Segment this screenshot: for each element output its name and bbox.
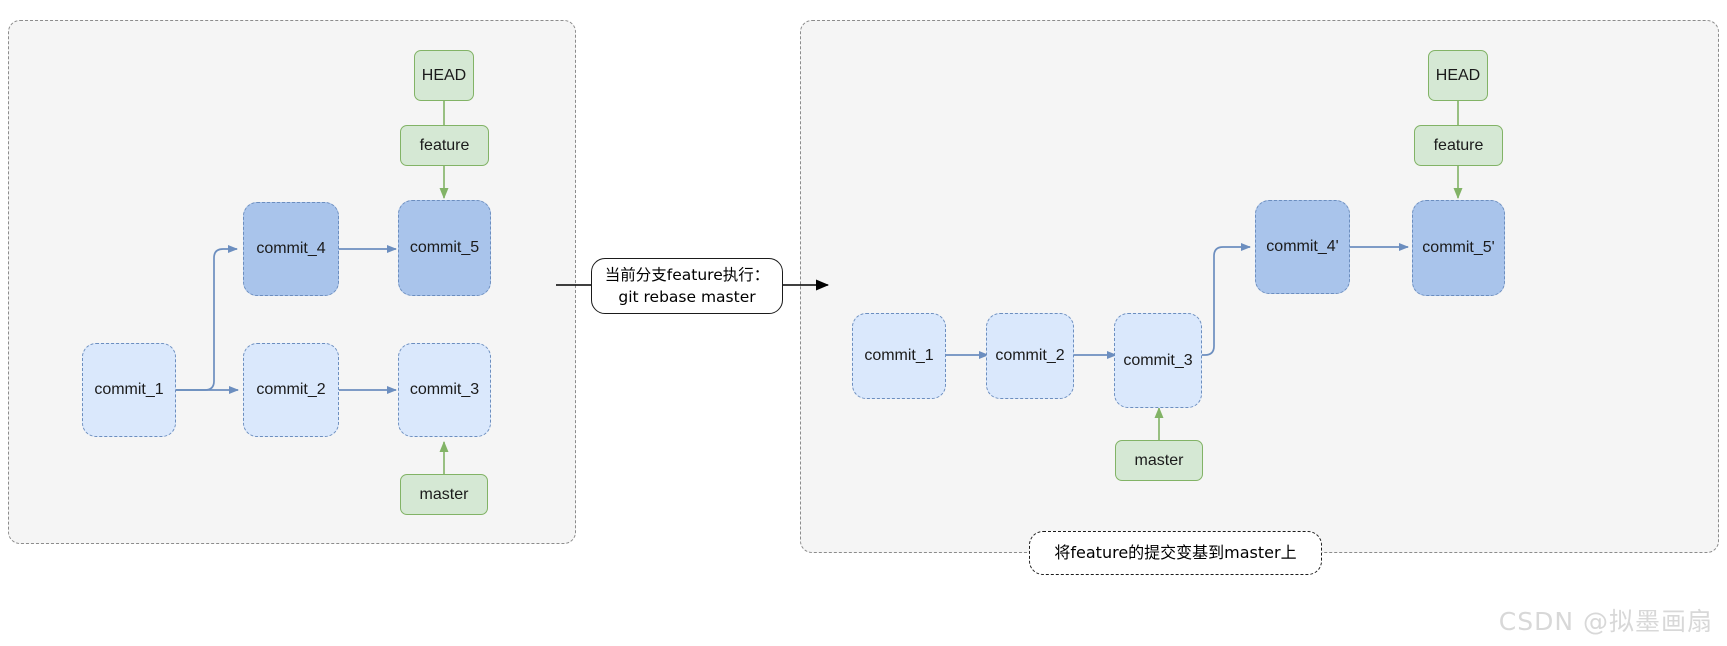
commit-node-commit_2-left[interactable]: commit_2 — [243, 343, 339, 437]
commit-node-commit_5_prime-right[interactable]: commit_5' — [1412, 200, 1505, 296]
rebase-result-caption: 将feature的提交变基到master上 — [1029, 531, 1322, 575]
ref-master-left[interactable]: master — [400, 474, 488, 515]
commit-label: commit_1 — [864, 347, 934, 365]
commit-node-commit_3-left[interactable]: commit_3 — [398, 343, 491, 437]
commit-node-commit_2-right[interactable]: commit_2 — [986, 313, 1074, 399]
commit-node-commit_4-left[interactable]: commit_4 — [243, 202, 339, 296]
callout-line-1: 当前分支feature执行： — [604, 265, 770, 284]
commit-label: commit_5' — [1422, 239, 1495, 257]
rebase-command-callout: 当前分支feature执行： git rebase master — [591, 258, 783, 314]
ref-master-left-label: master — [419, 485, 469, 503]
csdn-watermark: CSDN @拟墨画扇 — [1498, 607, 1713, 636]
commit-label: commit_3 — [1123, 351, 1193, 369]
ref-head-right-label: HEAD — [1435, 66, 1481, 84]
ref-head-left-label: HEAD — [421, 66, 467, 84]
commit-label: commit_4' — [1266, 238, 1339, 256]
ref-feature-right-label: feature — [1433, 136, 1484, 154]
commit-node-commit_1-left[interactable]: commit_1 — [82, 343, 176, 437]
commit-node-commit_1-right[interactable]: commit_1 — [852, 313, 946, 399]
commit-node-commit_4_prime-right[interactable]: commit_4' — [1255, 200, 1350, 294]
commit-label: commit_5 — [409, 239, 480, 257]
ref-feature-left-label: feature — [419, 136, 470, 154]
commit-label: commit_2 — [995, 347, 1065, 365]
commit-node-commit_5-left[interactable]: commit_5 — [398, 200, 491, 296]
ref-feature-left[interactable]: feature — [400, 125, 489, 166]
commit-label: commit_2 — [256, 381, 326, 399]
callout-line-2: git rebase master — [618, 288, 756, 306]
ref-master-right[interactable]: master — [1115, 440, 1203, 481]
caption-text: 将feature的提交变基到master上 — [1054, 543, 1297, 563]
ref-master-right-label: master — [1134, 451, 1184, 469]
ref-feature-right[interactable]: feature — [1414, 125, 1503, 166]
commit-node-commit_3-right[interactable]: commit_3 — [1114, 313, 1202, 408]
commit-label: commit_4 — [256, 240, 326, 258]
ref-head-left[interactable]: HEAD — [414, 50, 474, 101]
commit-label: commit_1 — [94, 381, 164, 399]
ref-head-right[interactable]: HEAD — [1428, 50, 1488, 101]
commit-label: commit_3 — [409, 381, 480, 399]
